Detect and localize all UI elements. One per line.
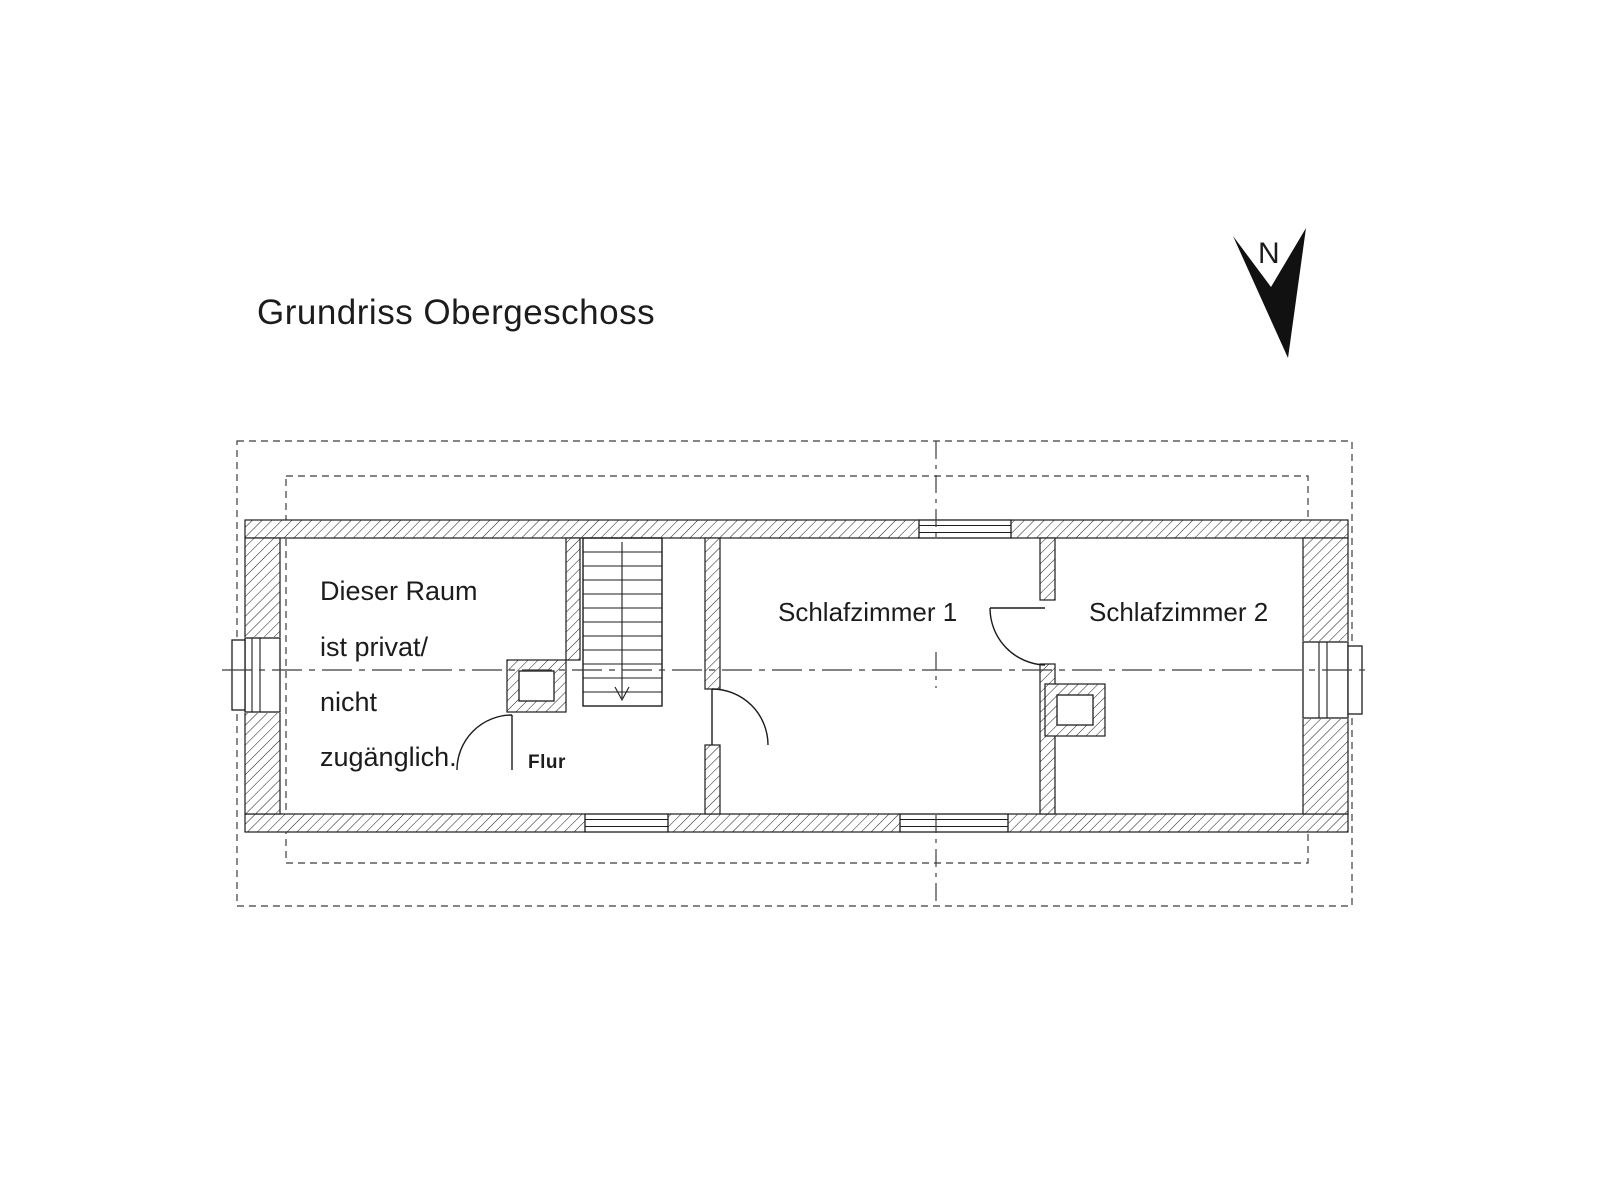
wall-right-lower — [1302, 717, 1349, 815]
north-label: N — [1258, 237, 1280, 270]
hall-label: Flur — [528, 752, 566, 773]
wall-left-lower — [244, 711, 281, 815]
door-bedroom1 — [711, 688, 769, 746]
wall-left-upper — [244, 537, 281, 639]
staircase — [582, 537, 663, 707]
wall-top — [244, 519, 1349, 539]
private-room-label-line1: Dieser Raum — [320, 576, 478, 606]
door-bedroom2 — [989, 607, 1046, 666]
wall-bedroom-divider-upper — [1039, 537, 1056, 601]
building-walls — [244, 519, 1349, 833]
bedroom1-label: Schlafzimmer 1 — [778, 597, 957, 627]
bedroom2-label: Schlafzimmer 2 — [1089, 597, 1268, 627]
window-bottom-left — [584, 813, 669, 833]
room-labels: Dieser Raum ist privat/ nicht zugänglich… — [320, 576, 1268, 773]
roof-outline-outer — [236, 440, 1353, 907]
door-private-room — [456, 714, 513, 771]
wall-hall-upper — [704, 537, 721, 690]
window-right — [1302, 641, 1363, 719]
window-top — [918, 519, 1012, 539]
chimney-left — [506, 659, 567, 713]
wall-bottom — [244, 813, 1349, 833]
wall-hall-lower — [704, 744, 721, 815]
north-arrow: N — [1233, 228, 1306, 358]
window-bottom-right — [899, 813, 1009, 833]
chimney-right — [1044, 683, 1106, 737]
private-room-label-line3: nicht — [320, 687, 378, 717]
north-arrow-icon — [1233, 228, 1306, 358]
private-room-label-line2: ist privat/ — [320, 632, 429, 662]
wall-stair-left — [565, 537, 581, 661]
stair-direction-arrow-icon — [614, 542, 630, 702]
page-title: Grundriss Obergeschoss — [257, 293, 656, 332]
wall-right-upper — [1302, 537, 1349, 643]
private-room-label-line4: zugänglich. — [320, 742, 457, 772]
window-left — [231, 637, 281, 713]
